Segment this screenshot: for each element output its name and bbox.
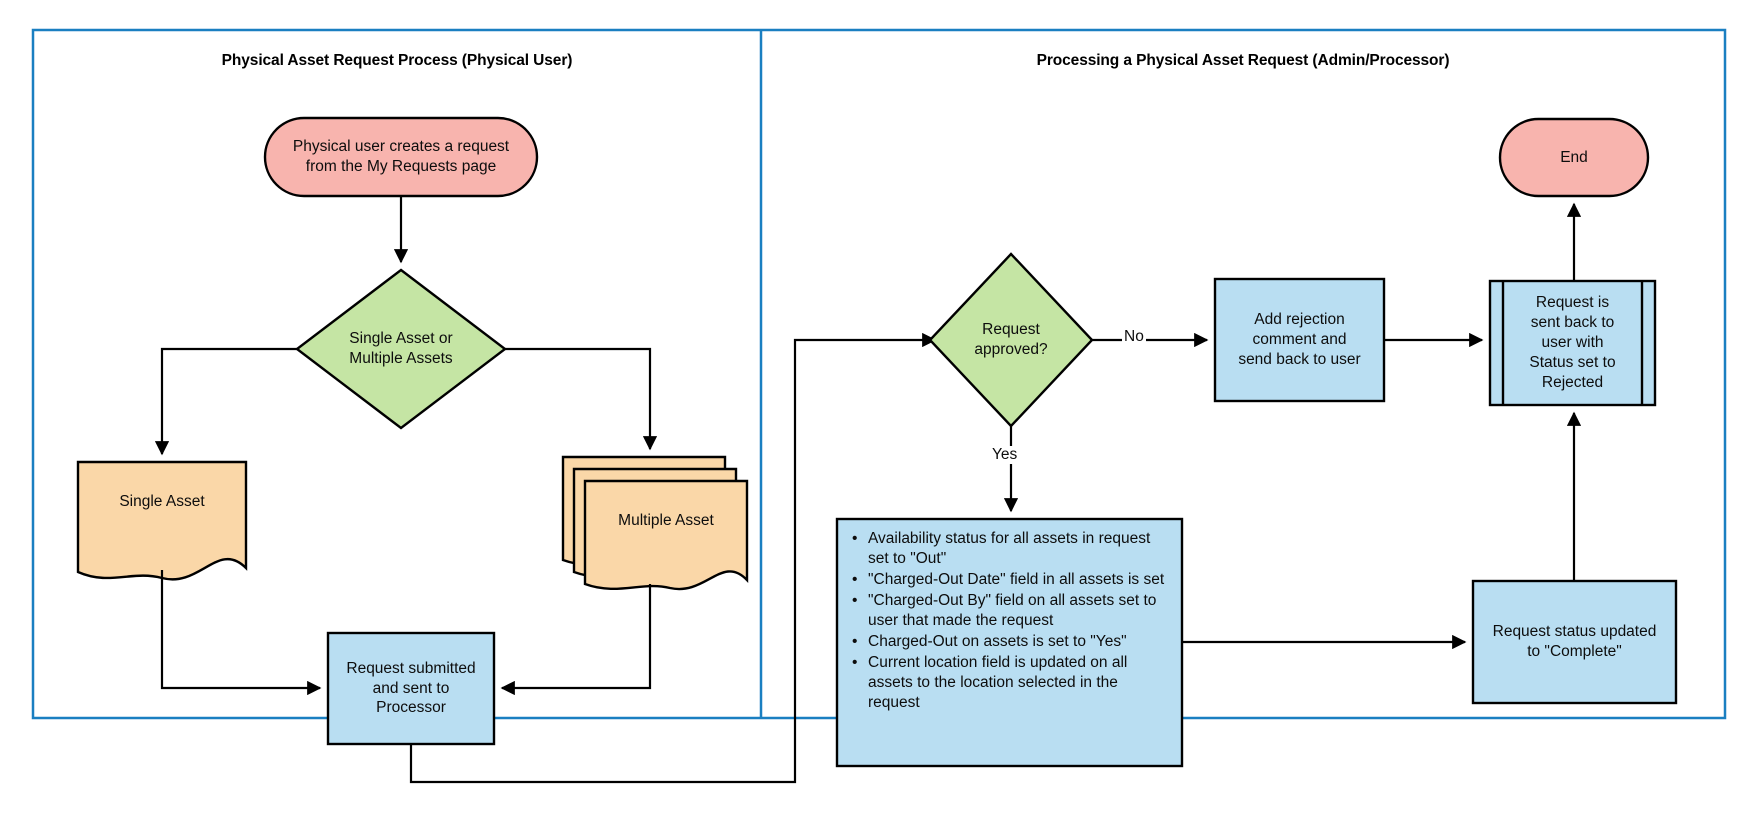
lane-title-admin: Processing a Physical Asset Request (Adm… — [1036, 52, 1450, 69]
asset-updates-bullet-3: "Charged-Out By" field on all assets set… — [852, 591, 1170, 631]
edge-single-asset-to-request-submitted — [160, 570, 322, 696]
asset-updates-bullet-2: "Charged-Out Date" field in all assets i… — [852, 570, 1170, 590]
edge-request-submitted-to-approved — [409, 332, 937, 784]
edge-multiple-asset-to-request-submitted — [500, 584, 652, 696]
add-rejection-shape — [1213, 277, 1386, 403]
edge-decision-to-single-asset — [154, 347, 297, 456]
sent-back-rejected-shape — [1488, 279, 1657, 407]
end-terminator-shape — [1498, 117, 1650, 198]
lane-title-user: Physical Asset Request Process (Physical… — [221, 52, 573, 69]
decision-approved-shape — [928, 252, 1094, 428]
single-asset-document-shape — [76, 460, 248, 581]
asset-updates-bullet-4: Charged-Out on assets is set to "Yes" — [852, 632, 1170, 652]
status-complete-shape — [1471, 579, 1678, 705]
asset-updates-bullet-1: Availability status for all assets in re… — [852, 529, 1170, 569]
edge-decision-to-multiple-asset — [505, 347, 658, 451]
edge-label-no: No — [1122, 328, 1146, 346]
asset-updates-list: Availability status for all assets in re… — [847, 529, 1170, 713]
asset-updates-node[interactable]: Availability status for all assets in re… — [837, 519, 1182, 766]
decision-single-multiple-shape — [295, 268, 507, 430]
asset-updates-bullet-5: Current location field is updated on all… — [852, 653, 1170, 713]
request-submitted-shape — [326, 631, 496, 746]
edge-label-yes: Yes — [990, 446, 1020, 464]
multiple-asset-document-front-shape — [583, 479, 749, 591]
start-terminator-shape — [263, 116, 539, 198]
